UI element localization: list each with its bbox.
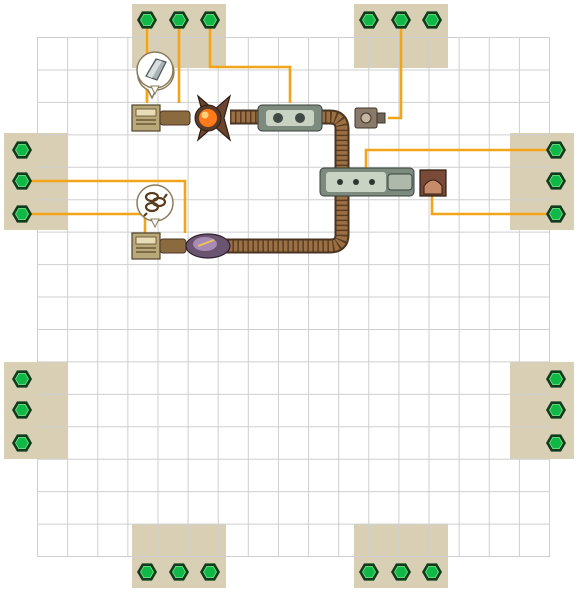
- port-pad-right-upper-inner: [510, 133, 540, 230]
- connector-20[interactable]: [169, 563, 189, 581]
- coiled-wire-icon: [143, 191, 168, 217]
- green-hex-icon: [15, 436, 29, 450]
- green-hex-icon: [549, 436, 563, 450]
- dispenser-arm-upper: [159, 110, 191, 126]
- wire-top-left-3: [208, 20, 292, 103]
- connector-11[interactable]: [12, 401, 32, 419]
- input-dispenser-upper[interactable]: [131, 104, 161, 132]
- resource-bubble-metal-plate[interactable]: [136, 51, 175, 100]
- orange-orb-icon: [199, 109, 217, 127]
- green-hex-icon: [425, 13, 439, 27]
- green-hex-icon: [549, 174, 563, 188]
- port-pad-right-lower-inner: [510, 362, 540, 459]
- green-hex-icon: [15, 143, 29, 157]
- green-hex-icon: [362, 13, 376, 27]
- connector-17[interactable]: [546, 401, 566, 419]
- connector-12[interactable]: [12, 434, 32, 452]
- connector-16[interactable]: [546, 370, 566, 388]
- input-dispenser-lower[interactable]: [131, 232, 161, 260]
- green-hex-icon: [549, 372, 563, 386]
- connector-24[interactable]: [422, 563, 442, 581]
- connector-14[interactable]: [546, 172, 566, 190]
- port-pad-left-lower-inner: [38, 362, 68, 459]
- green-hex-icon: [362, 565, 376, 579]
- connector-19[interactable]: [137, 563, 157, 581]
- dispenser-arm-lower: [159, 238, 187, 254]
- connector-5[interactable]: [391, 11, 411, 29]
- green-hex-icon: [549, 207, 563, 221]
- green-hex-icon: [203, 13, 217, 27]
- wire-right-3: [430, 196, 556, 216]
- connector-9[interactable]: [12, 205, 32, 223]
- green-hex-icon: [549, 403, 563, 417]
- resource-bubble-coiled-wire[interactable]: [136, 184, 174, 229]
- connector-10[interactable]: [12, 370, 32, 388]
- connector-23[interactable]: [391, 563, 411, 581]
- metal-plate-icon: [145, 58, 167, 81]
- connector-22[interactable]: [359, 563, 379, 581]
- wire-left-2: [22, 179, 187, 233]
- green-hex-icon: [15, 403, 29, 417]
- green-hex-icon: [394, 565, 408, 579]
- green-hex-icon: [549, 143, 563, 157]
- combiner-machine[interactable]: [319, 167, 415, 197]
- board-border: [37, 37, 550, 557]
- green-hex-icon: [140, 13, 154, 27]
- furnace-reactor[interactable]: [194, 94, 232, 142]
- board-color: #ffffff: [0, 0, 3, 1]
- wire-right-1: [364, 148, 556, 168]
- connector-6[interactable]: [422, 11, 442, 29]
- connector-3[interactable]: [200, 11, 220, 29]
- connector-21[interactable]: [200, 563, 220, 581]
- connector-2[interactable]: [169, 11, 189, 29]
- connector-13[interactable]: [546, 141, 566, 159]
- port-pad-bottom-left-inner: [132, 524, 226, 554]
- purple-processor[interactable]: [185, 233, 231, 259]
- connector-7[interactable]: [12, 141, 32, 159]
- connectors: [12, 11, 566, 581]
- green-hex-icon: [425, 565, 439, 579]
- connector-1[interactable]: [137, 11, 157, 29]
- sensor-small[interactable]: [354, 107, 386, 129]
- green-hex-icon: [172, 565, 186, 579]
- green-hex-icon: [140, 565, 154, 579]
- green-hex-icon: [15, 207, 29, 221]
- connector-15[interactable]: [546, 205, 566, 223]
- green-hex-icon: [172, 13, 186, 27]
- green-hex-icon: [15, 372, 29, 386]
- green-hex-icon: [15, 174, 29, 188]
- upper-processor[interactable]: [257, 104, 323, 132]
- connector-18[interactable]: [546, 434, 566, 452]
- output-socket[interactable]: [419, 169, 447, 197]
- green-hex-icon: [203, 565, 217, 579]
- connector-8[interactable]: [12, 172, 32, 190]
- connector-4[interactable]: [359, 11, 379, 29]
- wire-top-right-2: [388, 20, 403, 120]
- green-hex-icon: [394, 13, 408, 27]
- port-pad-bottom-right-inner: [354, 524, 448, 554]
